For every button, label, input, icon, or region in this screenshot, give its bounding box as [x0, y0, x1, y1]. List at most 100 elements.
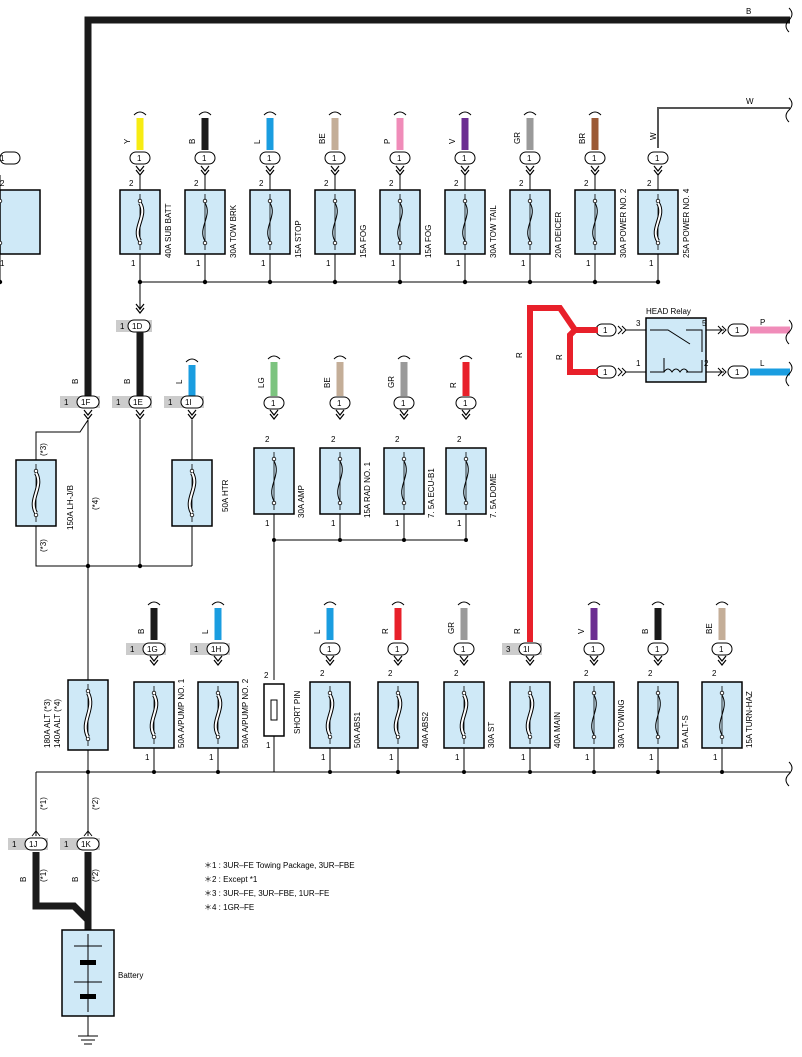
svg-text:1: 1 [463, 399, 468, 408]
svg-text:1: 1 [735, 326, 740, 335]
svg-text:1: 1 [735, 368, 740, 377]
svg-text:30A TOWING: 30A TOWING [617, 699, 626, 748]
svg-text:1: 1 [395, 519, 400, 528]
svg-text:25A POWER NO. 4: 25A POWER NO. 4 [682, 188, 691, 258]
svg-text:140A ALT (*4): 140A ALT (*4) [53, 699, 62, 748]
svg-text:150A LH-J/B: 150A LH-J/B [66, 485, 75, 530]
svg-text:GR: GR [387, 376, 396, 388]
svg-text:(*3): (*3) [39, 539, 48, 552]
svg-text:1: 1 [64, 398, 69, 407]
svg-text:40A ABS2: 40A ABS2 [421, 711, 430, 748]
svg-text:1: 1 [116, 398, 121, 407]
row1-fuse: P 1 2 1 15A FOG [379, 111, 433, 285]
svg-text:40A SUB BATT: 40A SUB BATT [164, 203, 173, 258]
svg-text:P: P [760, 318, 765, 327]
svg-text:1: 1 [457, 519, 462, 528]
svg-text:LG: LG [257, 377, 266, 388]
svg-text:1: 1 [585, 753, 590, 762]
svg-text:50A HTR: 50A HTR [221, 479, 230, 512]
svg-text:2: 2 [259, 179, 264, 188]
svg-text:3: 3 [506, 645, 511, 654]
svg-text:3: 3 [636, 319, 641, 328]
svg-text:Battery: Battery [118, 971, 143, 980]
svg-text:1: 1 [196, 259, 201, 268]
svg-text:P: P [383, 139, 392, 144]
svg-text:1: 1 [64, 840, 69, 849]
svg-text:2: 2 [194, 179, 199, 188]
svg-text:1: 1 [130, 645, 135, 654]
svg-text:1: 1 [321, 753, 326, 762]
svg-text:1: 1 [168, 398, 173, 407]
svg-text:50A A/PUMP NO. 2: 50A A/PUMP NO. 2 [241, 678, 250, 748]
svg-text:1: 1 [131, 259, 136, 268]
svg-text:SHORT PIN: SHORT PIN [293, 691, 302, 734]
svg-text:2: 2 [324, 179, 329, 188]
svg-text:1: 1 [202, 154, 207, 163]
svg-text:(*1): (*1) [39, 797, 48, 810]
svg-text:2: 2 [320, 669, 325, 678]
svg-text:15A FOG: 15A FOG [359, 225, 368, 258]
svg-text:1: 1 [389, 753, 394, 762]
svg-text:＊2 : Except *1: ＊2 : Except *1 [204, 875, 258, 884]
svg-text:L: L [175, 379, 184, 384]
svg-text:1: 1 [397, 154, 402, 163]
svg-text:2: 2 [129, 179, 134, 188]
svg-text:40A DEFOG: 40A DEFOG [0, 0, 44, 2]
svg-text:(*3): (*3) [39, 443, 48, 456]
svg-text:1: 1 [0, 259, 5, 268]
svg-text:L: L [760, 359, 765, 368]
battery: Battery [61, 929, 143, 1045]
svg-text:1: 1 [391, 259, 396, 268]
svg-text:L: L [313, 629, 322, 634]
svg-text:1: 1 [194, 645, 199, 654]
svg-text:1: 1 [521, 259, 526, 268]
svg-text:1I: 1I [523, 645, 530, 654]
svg-text:1J: 1J [29, 840, 37, 849]
svg-text:BE: BE [318, 133, 327, 144]
svg-text:1: 1 [267, 154, 272, 163]
svg-text:B: B [19, 877, 28, 882]
svg-text:2: 2 [388, 669, 393, 678]
svg-text:BE: BE [323, 377, 332, 388]
svg-text:7. 5A DOME: 7. 5A DOME [489, 474, 498, 518]
connector-1I: 1 1I [164, 395, 204, 420]
svg-text:1: 1 [719, 645, 724, 654]
svg-text:2: 2 [712, 669, 717, 678]
svg-text:5A ALT-S: 5A ALT-S [681, 715, 690, 748]
svg-text:B: B [71, 379, 80, 384]
svg-text:15A FOG: 15A FOG [424, 225, 433, 258]
svg-text:2: 2 [389, 179, 394, 188]
svg-text:2: 2 [457, 435, 462, 444]
svg-text:L: L [253, 139, 262, 144]
row2-fuse: R 1 2 1 7. 5A DOME [445, 355, 498, 542]
svg-text:(*2): (*2) [91, 869, 100, 882]
w-wire [657, 107, 790, 148]
svg-text:1: 1 [209, 753, 214, 762]
svg-text:R: R [449, 382, 458, 388]
svg-text:R: R [381, 628, 390, 634]
svg-text:1: 1 [455, 753, 460, 762]
svg-text:1: 1 [462, 154, 467, 163]
svg-text:1G: 1G [147, 645, 158, 654]
svg-text:1: 1 [592, 154, 597, 163]
svg-text:1: 1 [12, 840, 17, 849]
svg-text:5: 5 [702, 319, 707, 328]
svg-text:B: B [641, 629, 650, 634]
svg-text:15A TURN-HAZ: 15A TURN-HAZ [745, 691, 754, 748]
svg-text:1I: 1I [185, 398, 192, 407]
svg-text:R: R [515, 352, 524, 358]
svg-text:1: 1 [586, 259, 591, 268]
